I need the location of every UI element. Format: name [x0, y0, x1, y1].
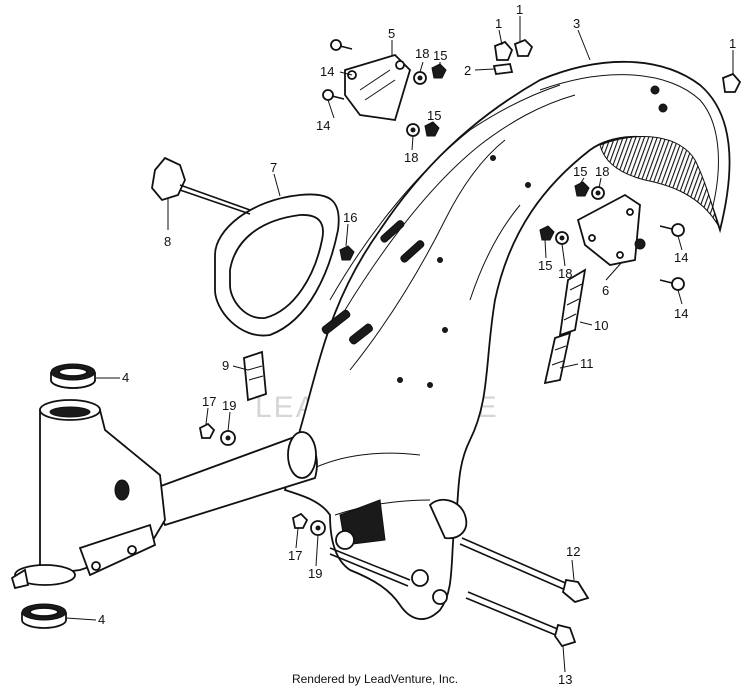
callout-label: 18 — [558, 266, 572, 281]
front-tube — [10, 399, 318, 590]
bolt-part-13 — [465, 591, 577, 648]
callout-label: 15 — [538, 258, 552, 273]
callout-label: 15 — [427, 108, 441, 123]
washer-part-18d — [555, 231, 569, 245]
callout-label: 15 — [433, 48, 447, 63]
nut-part-1c — [722, 72, 742, 93]
bolt-part-14c — [659, 223, 685, 237]
callout-label: 19 — [222, 398, 236, 413]
callout-label: 19 — [308, 566, 322, 581]
callout-label: 8 — [164, 234, 171, 249]
nut-part-17b — [291, 512, 309, 529]
callout-label: 16 — [343, 210, 357, 225]
callout-label: 12 — [566, 544, 580, 559]
callout-label: 15 — [573, 164, 587, 179]
main-frame — [283, 60, 731, 620]
callout-label: 14 — [320, 64, 334, 79]
nut-part-1a — [494, 40, 514, 61]
nut-part-15b — [424, 121, 440, 137]
callout-label: 14 — [674, 306, 688, 321]
callout-label: 9 — [222, 358, 229, 373]
washer-part-18c — [591, 186, 605, 200]
footer-credit: Rendered by LeadVenture, Inc. — [291, 672, 459, 686]
bolt-part-14b — [322, 89, 345, 101]
nut-part-1b — [513, 38, 534, 57]
decal-part-11 — [543, 331, 572, 385]
washer-part-4-lower — [21, 603, 67, 629]
callout-label: 5 — [388, 26, 395, 41]
callout-label: 18 — [415, 46, 429, 61]
knob-part-8 — [151, 156, 251, 215]
callout-label: 4 — [98, 612, 105, 627]
nut-part-17a — [198, 422, 216, 439]
bolt-part-12 — [459, 537, 590, 604]
nut-part-15d — [539, 225, 555, 241]
fasteners — [198, 38, 742, 536]
clip-part-2 — [492, 63, 514, 75]
callout-labels: 1 1 1 2 3 4 4 5 6 7 8 9 10 11 12 13 14 1… — [98, 2, 736, 687]
callout-label: 13 — [558, 672, 572, 687]
callout-label: 2 — [464, 63, 471, 78]
callout-label: 1 — [495, 16, 502, 31]
nut-part-16 — [339, 245, 355, 261]
bracket-part-6 — [576, 193, 646, 266]
pivot-shaft — [329, 547, 411, 587]
nut-part-15c — [574, 181, 590, 197]
washer-part-19b — [310, 520, 326, 536]
callout-label: 14 — [316, 118, 330, 133]
washer-part-19a — [220, 430, 236, 446]
callout-label: 4 — [122, 370, 129, 385]
bolt-part-14a — [330, 39, 353, 51]
callout-label: 17 — [202, 394, 216, 409]
callout-label: 14 — [674, 250, 688, 265]
callout-label: 10 — [594, 318, 608, 333]
callout-label: 7 — [270, 160, 277, 175]
bracket-part-5 — [344, 53, 412, 122]
callout-label: 11 — [580, 356, 594, 371]
frame-cover-part-7 — [214, 193, 340, 337]
nut-part-15a — [431, 63, 447, 79]
callout-label: 3 — [573, 16, 580, 31]
callout-label: 6 — [602, 283, 609, 298]
callout-label: 18 — [595, 164, 609, 179]
decal-part-10 — [558, 268, 587, 337]
washer-part-18a — [413, 71, 427, 85]
bolt-part-14d — [659, 277, 685, 291]
callout-label: 1 — [516, 2, 523, 17]
washer-part-4-upper — [50, 363, 96, 389]
leader-lines — [65, 16, 734, 673]
callout-label: 17 — [288, 548, 302, 563]
washer-part-18b — [406, 123, 420, 137]
callout-label: 18 — [404, 150, 418, 165]
decal-part-9 — [243, 350, 267, 402]
callout-label: 1 — [729, 36, 736, 51]
